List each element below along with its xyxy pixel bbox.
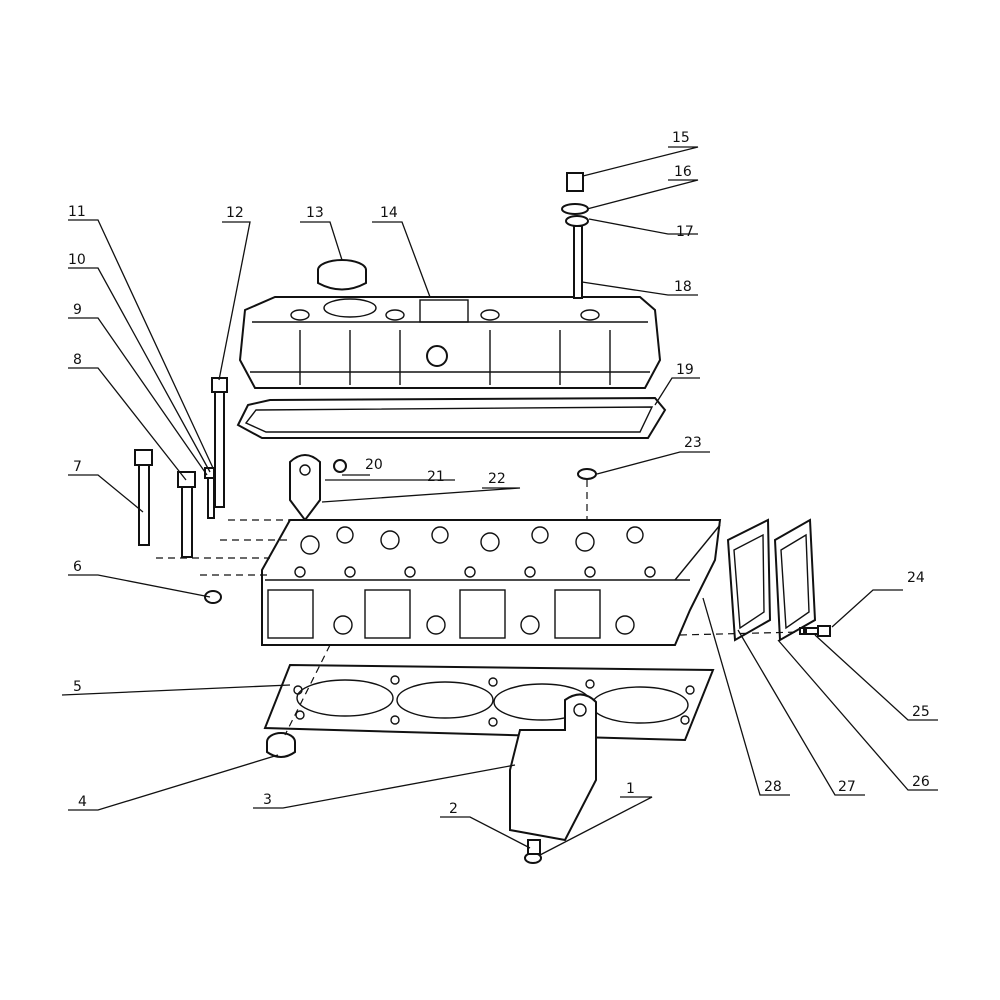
callout-25: 25 [912, 704, 930, 720]
callout-3: 3 [263, 792, 272, 808]
callout-labels: 1 2 3 4 5 6 7 8 9 10 11 12 13 14 15 16 1… [68, 130, 930, 817]
callout-13: 13 [306, 205, 324, 221]
callout-23: 23 [684, 435, 702, 451]
dowel-sleeve [204, 590, 222, 604]
callout-22: 22 [488, 471, 506, 487]
callout-21: 21 [427, 469, 445, 485]
small-bolt [799, 625, 831, 637]
callout-9: 9 [73, 302, 82, 318]
callout-12: 12 [226, 205, 244, 221]
callout-11: 11 [68, 204, 86, 220]
callout-10: 10 [68, 252, 86, 268]
cover-bolt-assembly [561, 172, 589, 299]
valve-cover [238, 296, 662, 389]
callout-17: 17 [676, 224, 694, 240]
callout-1: 1 [626, 781, 635, 797]
bracket-bolt [524, 839, 542, 864]
callout-15: 15 [672, 130, 690, 146]
callout-18: 18 [674, 279, 692, 295]
callout-4: 4 [78, 794, 87, 810]
callout-8: 8 [73, 352, 82, 368]
callout-27: 27 [838, 779, 856, 795]
cylinder-head [261, 519, 722, 646]
lifting-bracket-rear [289, 454, 347, 522]
lifting-bracket-front [509, 693, 597, 842]
rear-cover-plates [726, 518, 817, 642]
head-gasket [263, 663, 715, 742]
callout-19: 19 [676, 362, 694, 378]
callout-26: 26 [912, 774, 930, 790]
callout-5: 5 [73, 679, 82, 695]
callout-14: 14 [380, 205, 398, 221]
sealing-ring [266, 732, 296, 758]
plug [577, 468, 597, 480]
callout-24: 24 [907, 570, 925, 586]
callout-2: 2 [449, 801, 458, 817]
callout-16: 16 [674, 164, 692, 180]
callout-20: 20 [365, 457, 383, 473]
callout-28: 28 [764, 779, 782, 795]
head-bolt-7 [134, 449, 153, 546]
callout-6: 6 [73, 559, 82, 575]
head-bolt-8 [177, 471, 196, 558]
leader-lines [61, 146, 938, 856]
callout-7: 7 [73, 459, 82, 475]
oil-filler-cap [317, 259, 367, 291]
small-fittings [204, 467, 215, 519]
